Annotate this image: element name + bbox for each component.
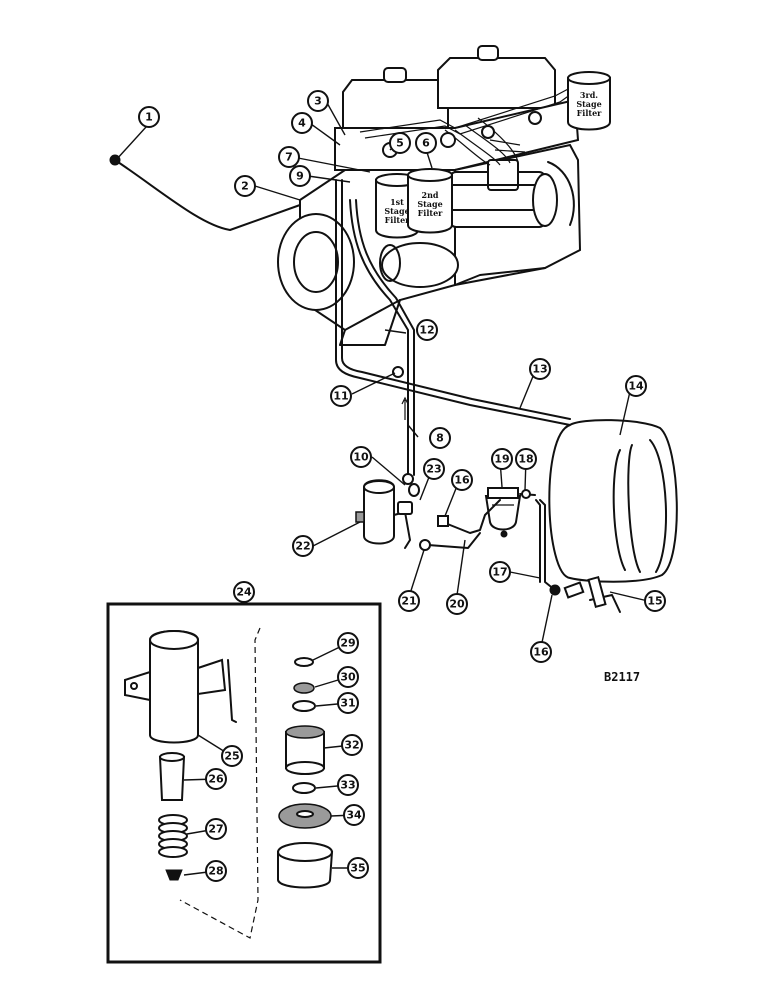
svg-text:17: 17 xyxy=(492,566,507,579)
callout-15: 15 xyxy=(644,590,666,612)
second-stage-label-2: Stage xyxy=(417,199,442,209)
callout-16-lower: 16 xyxy=(530,641,552,663)
pump-feed-line xyxy=(419,499,501,551)
second-stage-label-3: Filter xyxy=(418,208,444,218)
svg-text:33: 33 xyxy=(340,779,355,792)
callout-28: 28 xyxy=(205,860,227,882)
fuel-tank xyxy=(548,419,678,583)
callout-27: 27 xyxy=(205,818,227,840)
flow-arrow xyxy=(401,396,409,420)
callout-32: 32 xyxy=(341,734,363,756)
callout-21: 21 xyxy=(398,590,420,612)
callout-13: 13 xyxy=(529,358,551,380)
callout-31: 31 xyxy=(337,692,359,714)
svg-text:30: 30 xyxy=(340,671,356,684)
svg-text:2: 2 xyxy=(241,180,249,193)
svg-text:24: 24 xyxy=(236,586,252,599)
callout-12: 12 xyxy=(416,319,438,341)
callout-26: 26 xyxy=(205,768,227,790)
callout-22: 22 xyxy=(292,535,314,557)
callout-23: 23 xyxy=(423,458,445,480)
callout-2: 2 xyxy=(234,175,256,197)
svg-text:22: 22 xyxy=(295,540,310,553)
pump-exploded-inset xyxy=(106,602,382,964)
callout-9: 9 xyxy=(289,165,311,187)
sediment-bowl xyxy=(484,487,536,538)
fitting-10 xyxy=(402,473,414,485)
third-stage-label-1: 3rd. xyxy=(580,90,598,100)
callout-11: 11 xyxy=(330,385,352,407)
svg-text:9: 9 xyxy=(296,170,304,183)
first-stage-label-1: 1st xyxy=(390,197,404,207)
spring xyxy=(158,814,188,858)
callout-24: 24 xyxy=(233,581,255,603)
svg-text:1: 1 xyxy=(145,111,153,124)
svg-text:13: 13 xyxy=(532,363,547,376)
callout-5: 5 xyxy=(389,132,411,154)
svg-text:21: 21 xyxy=(401,595,416,608)
svg-text:16: 16 xyxy=(454,474,470,487)
svg-text:35: 35 xyxy=(350,862,365,875)
callout-1: 1 xyxy=(138,106,160,128)
callout-6: 6 xyxy=(415,132,437,154)
callout-30: 30 xyxy=(337,666,359,688)
callout-25: 25 xyxy=(221,745,243,767)
svg-text:18: 18 xyxy=(518,453,533,466)
callout-16-upper: 16 xyxy=(451,469,473,491)
svg-text:25: 25 xyxy=(224,750,239,763)
svg-text:8: 8 xyxy=(436,432,444,445)
svg-text:23: 23 xyxy=(426,463,441,476)
callout-4: 4 xyxy=(291,112,313,134)
svg-text:28: 28 xyxy=(208,865,223,878)
svg-text:27: 27 xyxy=(208,823,223,836)
callout-3: 3 xyxy=(307,90,329,112)
third-stage-label-3: Filter xyxy=(577,108,603,118)
svg-text:7: 7 xyxy=(285,151,293,164)
first-stage-label-3: Filter xyxy=(385,215,411,225)
svg-text:15: 15 xyxy=(647,595,662,608)
second-stage-filter: 2nd Stage Filter xyxy=(407,168,453,234)
svg-text:4: 4 xyxy=(298,117,306,130)
svg-text:10: 10 xyxy=(353,451,369,464)
svg-text:26: 26 xyxy=(208,773,224,786)
svg-text:29: 29 xyxy=(340,637,355,650)
callout-33: 33 xyxy=(337,774,359,796)
callout-19: 19 xyxy=(491,448,513,470)
fuel-lines xyxy=(109,154,571,476)
callout-18: 18 xyxy=(515,448,537,470)
svg-text:6: 6 xyxy=(422,137,430,150)
svg-text:16: 16 xyxy=(533,646,549,659)
callout-34: 34 xyxy=(343,804,365,826)
callout-14: 14 xyxy=(625,375,647,397)
first-stage-label-2: Stage xyxy=(384,206,409,216)
electric-fuel-pump xyxy=(355,479,420,549)
callout-7: 7 xyxy=(278,146,300,168)
callout-10: 10 xyxy=(350,446,372,468)
tank-fittings xyxy=(535,499,621,613)
third-stage-filter: 3rd. Stage Filter xyxy=(567,71,611,131)
svg-text:14: 14 xyxy=(628,380,644,393)
callout-35: 35 xyxy=(347,857,369,879)
svg-text:32: 32 xyxy=(344,739,359,752)
svg-text:5: 5 xyxy=(396,137,404,150)
svg-text:31: 31 xyxy=(340,697,355,710)
elbow-fitting-11 xyxy=(392,366,404,378)
svg-text:3: 3 xyxy=(314,95,322,108)
callout-29: 29 xyxy=(337,632,359,654)
svg-text:34: 34 xyxy=(346,809,362,822)
callout-8: 8 xyxy=(429,427,451,449)
third-stage-label-2: Stage xyxy=(576,99,601,109)
svg-text:12: 12 xyxy=(419,324,434,337)
svg-text:20: 20 xyxy=(449,598,465,611)
callout-17: 17 xyxy=(489,561,511,583)
svg-text:11: 11 xyxy=(333,390,348,403)
drawing-code: B2117 xyxy=(604,670,640,684)
callout-20: 20 xyxy=(446,593,468,615)
svg-text:19: 19 xyxy=(494,453,509,466)
second-stage-label-1: 2nd xyxy=(422,190,439,200)
engine-block xyxy=(277,45,582,346)
